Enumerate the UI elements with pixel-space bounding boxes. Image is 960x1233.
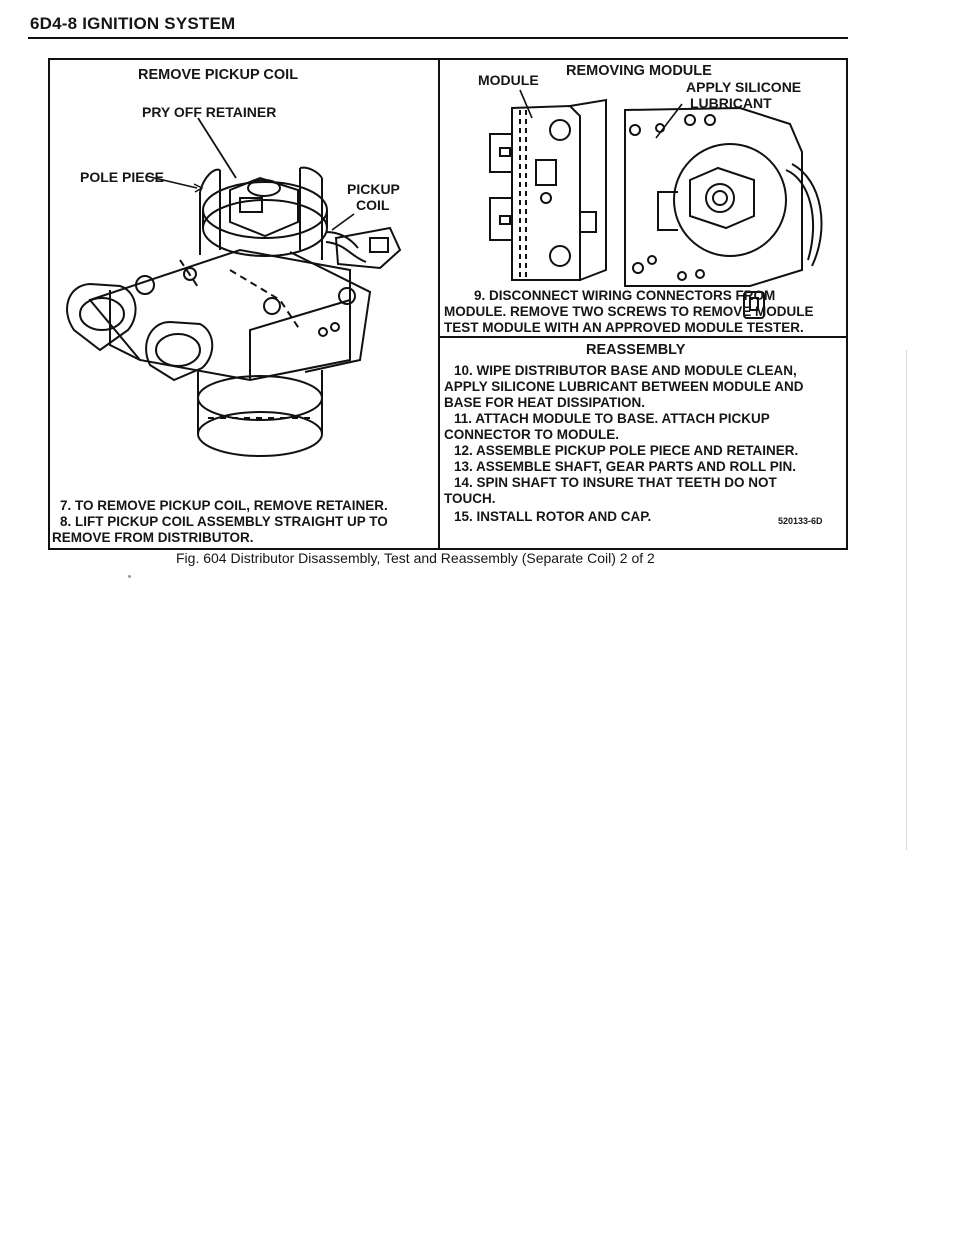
reassembly-title: REASSEMBLY — [586, 342, 686, 358]
pole-piece-label: POLE PIECE — [80, 169, 165, 185]
step-9-text-cont2: TEST MODULE WITH AN APPROVED MODULE TEST… — [444, 320, 804, 335]
step-8-text-cont: REMOVE FROM DISTRIBUTOR. — [52, 530, 254, 545]
pry-off-retainer-label: PRY OFF RETAINER — [142, 104, 277, 120]
step-9-text-cont1: MODULE. REMOVE TWO SCREWS TO REMOVE MODU… — [444, 304, 814, 319]
removing-module-title: REMOVING MODULE — [566, 63, 712, 79]
step-7-text: 7. TO REMOVE PICKUP COIL, REMOVE RETAINE… — [60, 498, 388, 513]
apply-silicone-label-line1: APPLY SILICONE — [686, 79, 802, 95]
apply-silicone-label-line2: LUBRICANT — [690, 95, 772, 111]
step-13-text: 13. ASSEMBLE SHAFT, GEAR PARTS AND ROLL … — [454, 459, 797, 474]
figure-caption: Fig. 604 Distributor Disassembly, Test a… — [176, 550, 655, 566]
step-11-text: 11. ATTACH MODULE TO BASE. ATTACH PICKUP — [454, 411, 770, 426]
step-10-text-cont1: APPLY SILICONE LUBRICANT BETWEEN MODULE … — [444, 379, 804, 394]
part-number: 520133-6D — [778, 516, 823, 526]
module-label: MODULE — [478, 72, 539, 88]
scan-streak — [906, 350, 907, 850]
step-9-text: 9. DISCONNECT WIRING CONNECTORS FROM — [474, 288, 776, 303]
pickup-coil-label-line2: COIL — [356, 197, 390, 213]
step-10-text: 10. WIPE DISTRIBUTOR BASE AND MODULE CLE… — [454, 363, 797, 378]
figure-frame: REMOVE PICKUP COIL PRY OFF RETAINER POLE… — [48, 58, 848, 550]
step-15-text: 15. INSTALL ROTOR AND CAP. — [454, 509, 652, 524]
header-rule — [28, 37, 848, 39]
scan-speck — [128, 575, 131, 578]
pickup-coil-illustration — [66, 117, 402, 457]
panel-divider-horizontal — [440, 336, 848, 338]
remove-pickup-coil-title: REMOVE PICKUP COIL — [138, 67, 299, 83]
pickup-coil-label-line1: PICKUP — [347, 181, 400, 197]
panel-divider-vertical — [438, 60, 440, 548]
step-10-text-cont2: BASE FOR HEAT DISSIPATION. — [444, 395, 646, 410]
step-14-text: 14. SPIN SHAFT TO INSURE THAT TEETH DO N… — [454, 475, 777, 490]
page-header-title: 6D4-8 IGNITION SYSTEM — [30, 14, 236, 33]
step-11-text-cont: CONNECTOR TO MODULE. — [444, 427, 620, 442]
step-12-text: 12. ASSEMBLE PICKUP POLE PIECE AND RETAI… — [454, 443, 799, 458]
module-removal-illustration — [489, 89, 823, 319]
step-8-text: 8. LIFT PICKUP COIL ASSEMBLY STRAIGHT UP… — [60, 514, 388, 529]
step-14-text-cont: TOUCH. — [444, 491, 496, 506]
